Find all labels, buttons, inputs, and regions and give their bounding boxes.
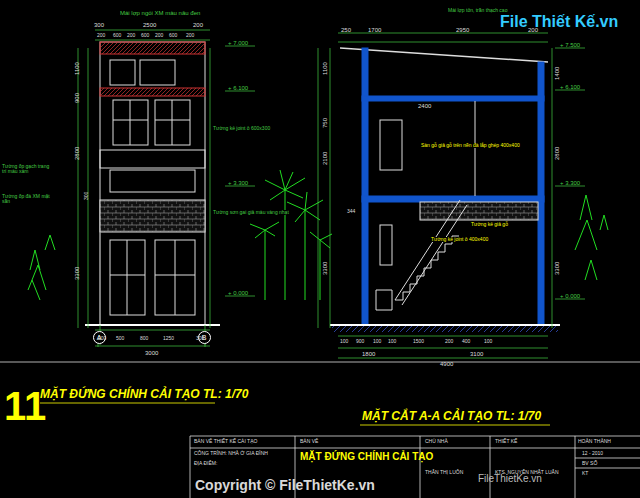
watermark: FileThietKe.vn <box>478 474 542 485</box>
dimension-text: 2500 <box>143 22 156 28</box>
material-note: Tường ốp gạch trang trí màu xám <box>2 164 50 175</box>
dimension-text: + 0.000 <box>560 293 580 299</box>
dimension-text: 3300 <box>322 262 328 275</box>
dimension-text: 100 <box>388 339 396 344</box>
drawing-title: MẶT ĐỨNG CHÍNH CẢI TẠO <box>300 452 433 463</box>
dimension-text: 1250 <box>163 336 174 341</box>
dimension-text: KT <box>582 471 588 476</box>
watermark: Copyright © FileThietKe.vn <box>195 478 375 493</box>
dimension-text: 3300 <box>554 262 560 275</box>
dimension-text: 900 <box>356 339 364 344</box>
dimension-text: 3000 <box>145 350 158 356</box>
dimension-text: THIẾT KẾ <box>495 439 517 444</box>
dimension-text: 600 <box>113 33 121 38</box>
dimension-text: BẢN VẼ <box>300 439 318 444</box>
drawing-title: MẶT ĐỨNG CHÍNH CẢI TẠO TL: 1/70 <box>40 388 248 401</box>
dimension-text: 300 <box>84 192 89 200</box>
dimension-text: 250 <box>341 27 351 33</box>
dimension-text: BV SỐ <box>582 461 597 466</box>
dimension-text: + 6.100 <box>228 85 248 91</box>
dimension-text: + 3.300 <box>560 180 580 186</box>
dimension-text: + 3.300 <box>228 180 248 186</box>
material-note: Tường kẻ giả gỗ <box>470 222 509 227</box>
dimension-text: 200 <box>127 33 135 38</box>
dimension-text: 100 <box>373 339 381 344</box>
dimension-text: 500 <box>116 336 124 341</box>
dimension-text: 200 <box>98 336 106 341</box>
dimension-text: 200 <box>186 33 194 38</box>
dimension-text: 3100 <box>470 351 483 357</box>
dimension-text: + 7.500 <box>560 42 580 48</box>
dimension-text: 4900 <box>440 361 453 367</box>
dimension-text: 750 <box>322 118 328 128</box>
dimension-text: Mái lợp tôn, trần thạch cao <box>448 8 507 13</box>
dimension-text: 3300 <box>74 267 80 280</box>
dimension-text: + 0.000 <box>228 290 248 296</box>
dimension-text: 100 <box>484 339 492 344</box>
dimension-text: 400 <box>462 339 470 344</box>
dimension-text: BẢN VẼ THIẾT KẾ CẢI TẠO <box>194 439 257 444</box>
dimension-text: CHỦ NHÀ <box>425 439 448 444</box>
dimension-text: 11 <box>4 385 46 427</box>
material-note: Tường kẻ joint ô 400x400 <box>430 237 489 242</box>
dimension-text: 200 <box>155 33 163 38</box>
dimension-text: + 6.100 <box>560 84 580 90</box>
dimension-text: 2950 <box>456 27 469 33</box>
material-note: Tường ốp đá XM mặt sần <box>2 194 50 205</box>
material-note: Tường kẻ joint ô 600x300 <box>212 126 271 131</box>
dimension-text: 200 <box>97 33 105 38</box>
dimension-text: 2800 <box>74 147 80 160</box>
dimension-text: 2100 <box>322 152 328 165</box>
dimension-text: CÔNG TRÌNH: NHÀ Ở GIA ĐÌNH <box>194 451 268 456</box>
dimension-text: 1700 <box>368 27 381 33</box>
dimension-text: 12 - 2010 <box>582 451 603 456</box>
dimension-text: 600 <box>141 33 149 38</box>
dimension-text: 1500 <box>413 339 424 344</box>
drawing-title: MẶT CẮT A-A CẢI TẠO TL: 1/70 <box>362 410 541 423</box>
dimension-text: Mái lợp ngói XM màu nâu đen <box>120 10 200 16</box>
dimension-text: 1100 <box>322 62 328 75</box>
dimension-text: 900 <box>74 93 80 103</box>
dimension-text: HOÀN THÀNH <box>578 439 611 444</box>
dimension-text: 300 <box>196 336 204 341</box>
dimension-text: THÂN THỊ LUÔN <box>425 470 463 475</box>
watermark: File Thiết Kế.vn <box>500 14 618 31</box>
dimension-text: + 7.000 <box>228 40 248 46</box>
dimension-text: 1400 <box>554 67 560 80</box>
dimension-text: 100 <box>340 339 348 344</box>
dimension-text: 200 <box>445 339 453 344</box>
dimension-text: 600 <box>169 33 177 38</box>
dimension-text: 1100 <box>74 62 80 75</box>
dimension-text: ĐỊA ĐIỂM: <box>194 461 217 466</box>
dimension-text: 200 <box>193 22 203 28</box>
dimension-text: 1800 <box>362 351 375 357</box>
material-note: Sàn gỗ giả gỗ trên nền đà lắp ghép 400x4… <box>420 143 521 148</box>
dimension-text: 344 <box>347 209 355 214</box>
dimension-text: 300 <box>94 22 104 28</box>
material-note: Tường sơn gai giả màu vàng nhạt <box>212 210 290 215</box>
dimension-text: 2800 <box>554 147 560 160</box>
dimension-text: 2400 <box>418 103 431 109</box>
dimension-text: 800 <box>140 336 148 341</box>
